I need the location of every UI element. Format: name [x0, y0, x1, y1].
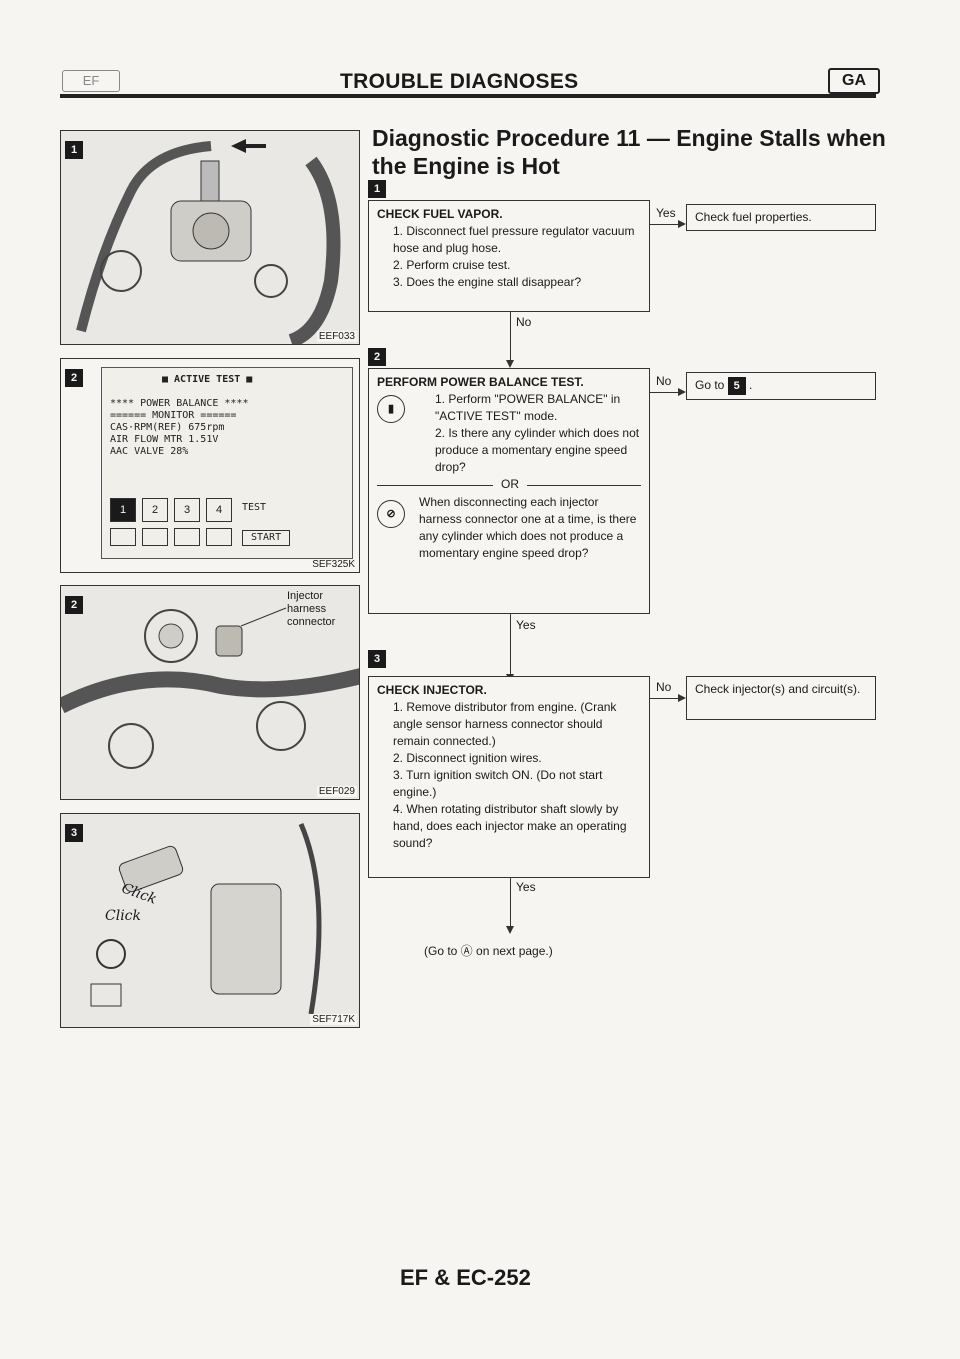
step-3-no-label: No [656, 680, 672, 694]
step-1-item: 3. Does the engine stall disappear? [393, 275, 582, 289]
next-page-note[interactable]: (Go to Ⓐ on next page.) [424, 944, 553, 958]
goto-prefix: Go to [695, 378, 725, 393]
section-badge: EF [62, 70, 120, 92]
arrow-right-icon [678, 220, 686, 228]
cylinder-key-1[interactable]: 1 [110, 498, 136, 522]
click-label: Click [105, 908, 141, 924]
screen-line: AIR FLOW MTR 1.51V [110, 434, 219, 445]
header-rule [60, 94, 876, 98]
step-3-yes-label: Yes [516, 880, 536, 894]
step-2-badge: 2 [368, 348, 386, 366]
connector-line [650, 224, 680, 226]
figure-consult-screen: 2 ■ ACTIVE TEST ■ **** POWER BALANCE ***… [60, 358, 360, 573]
step-3-box: CHECK INJECTOR. 1. Remove distributor fr… [368, 676, 650, 878]
or-divider: OR [377, 477, 641, 492]
connector-line [650, 392, 680, 394]
step-1-yes-label: Yes [656, 206, 676, 220]
step-2-result[interactable]: Go to 5 . [686, 372, 876, 400]
cylinder-key-3[interactable]: 3 [174, 498, 200, 522]
goto-suffix: . [749, 378, 753, 393]
step-1-box: CHECK FUEL VAPOR. 1. Disconnect fuel pre… [368, 200, 650, 312]
screen-line: ■ ACTIVE TEST ■ [162, 374, 253, 385]
step-2-no-label: No [656, 374, 672, 388]
start-key[interactable]: START [242, 530, 291, 546]
arrow-right-icon [678, 694, 686, 702]
screen-line: ====== MONITOR ====== [110, 410, 237, 421]
step-2-box: PERFORM POWER BALANCE TEST. ▮ 1. Perform… [368, 368, 650, 614]
connector-line [510, 878, 512, 928]
arrow-right-icon [678, 388, 686, 396]
page-header-title: TROUBLE DIAGNOSES [340, 70, 579, 93]
injector-callout: Injector harness connector [287, 590, 357, 629]
arrow-down-icon [506, 360, 514, 368]
or-label: OR [493, 477, 527, 491]
connector-line [510, 614, 512, 676]
step-2-title: PERFORM POWER BALANCE TEST. [377, 375, 584, 389]
figure-distributor: 3 Click Click SEF717K [60, 813, 360, 1028]
connector-line [510, 312, 512, 360]
distributor-illustration [90, 823, 322, 1015]
model-badge: GA [828, 68, 880, 94]
figure-code: EEF033 [316, 331, 357, 342]
step-1-result: Check fuel properties. [686, 204, 876, 231]
screen-line: **** POWER BALANCE **** [110, 398, 249, 409]
procedure-title: Diagnostic Procedure 11 — Engine Stalls … [372, 125, 886, 179]
step-1-item: 2. Perform cruise test. [393, 258, 511, 272]
figure-fuel-regulator: 1 EEF033 [60, 130, 360, 345]
consult-display: ■ ACTIVE TEST ■ **** POWER BALANCE **** … [101, 367, 353, 559]
figure-step-badge: 2 [65, 369, 83, 387]
step-2-item: 2. Is there any cylinder which does not … [435, 426, 640, 474]
test-key[interactable]: TEST [242, 502, 267, 513]
step-3-item: 2. Disconnect ignition wires. [393, 751, 542, 765]
step-2-yes-label: Yes [516, 618, 536, 632]
step-3-item: 1. Remove distributor from engine. (Cran… [393, 700, 617, 748]
step-3-item: 3. Turn ignition switch ON. (Do not star… [393, 768, 603, 799]
step-1-item: 1. Disconnect fuel pressure regulator va… [393, 224, 635, 255]
figure-code: EEF029 [316, 786, 357, 797]
page-number: EF & EC-252 [400, 1265, 531, 1290]
figure-step-badge: 2 [65, 596, 83, 614]
blank-key[interactable] [174, 528, 200, 546]
blank-key[interactable] [206, 528, 232, 546]
screen-line: CAS·RPM(REF) 675rpm [110, 422, 225, 433]
figure-code: SEF325K [310, 559, 357, 570]
step-2-alt-text: When disconnecting each injector harness… [419, 495, 637, 560]
step-3-badge: 3 [368, 650, 386, 668]
blank-key[interactable] [142, 528, 168, 546]
step-1-no-label: No [516, 315, 532, 329]
figure-step-badge: 3 [65, 824, 83, 842]
connector-line [650, 698, 680, 700]
step-3-title: CHECK INJECTOR. [377, 683, 487, 697]
blank-key[interactable] [110, 528, 136, 546]
figure-injector-harness: 2 Injector harness connector EEF029 [60, 585, 360, 800]
step-1-badge: 1 [368, 180, 386, 198]
step-3-result: Check injector(s) and circuit(s). [686, 676, 876, 720]
injector-harness-illustration [61, 607, 359, 769]
figure-code: SEF717K [310, 1014, 357, 1025]
arrow-down-icon [506, 926, 514, 934]
cylinder-key-4[interactable]: 4 [206, 498, 232, 522]
engine-hose-illustration [76, 139, 341, 344]
no-tools-icon: ⊘ [377, 500, 405, 528]
step-2-item: 1. Perform "POWER BALANCE" in "ACTIVE TE… [435, 392, 621, 423]
figure-step-badge: 1 [65, 141, 83, 159]
cylinder-key-2[interactable]: 2 [142, 498, 168, 522]
screen-line: AAC VALVE 28% [110, 446, 189, 457]
consult-icon: ▮ [377, 395, 405, 423]
step-1-title: CHECK FUEL VAPOR. [377, 207, 503, 221]
goto-step-badge: 5 [727, 377, 746, 395]
step-3-item: 4. When rotating distributor shaft slowl… [393, 802, 627, 850]
